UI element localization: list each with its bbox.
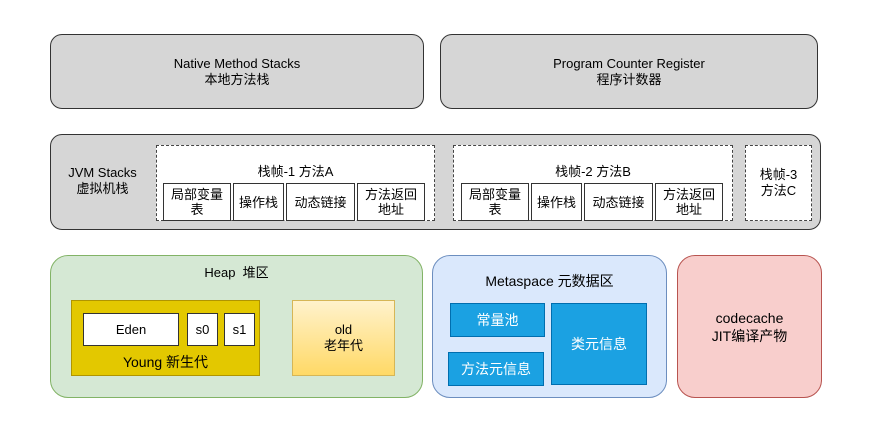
old-generation-label-en: old (334, 322, 353, 337)
frame-2-operand-stack: 操作栈 (531, 183, 582, 221)
stack-frame-2-title: 栈帧-2 方法B (555, 164, 631, 179)
constant-pool-box: 常量池 (450, 303, 545, 337)
young-generation-label: Young 新生代 (122, 354, 209, 370)
frame-2-dynamic-linking: 动态链接 (584, 183, 653, 221)
native-method-stacks-title-en: Native Method Stacks (173, 55, 301, 71)
method-metadata-box: 方法元信息 (448, 352, 544, 386)
codecache-box: codecache JIT编译产物 (677, 255, 822, 398)
codecache-title-en: codecache (715, 309, 784, 326)
jvm-stacks-title-zh: 虚拟机栈 (76, 181, 129, 196)
s0-box: s0 (187, 313, 218, 346)
frame-2-return-address: 方法返回地址 (655, 183, 723, 221)
program-counter-title-en: Program Counter Register (553, 55, 705, 71)
heap-title: Heap 堆区 (204, 265, 269, 280)
codecache-title-zh: JIT编译产物 (711, 327, 788, 344)
metaspace-title: Metaspace 元数据区 (485, 273, 614, 289)
class-metadata-box: 类元信息 (551, 303, 647, 385)
s1-box: s1 (224, 313, 255, 346)
old-generation-box: old 老年代 (292, 300, 395, 376)
frame-1-local-variables: 局部变量表 (163, 183, 231, 221)
frame-1-operand-stack: 操作栈 (233, 183, 284, 221)
eden-box: Eden (83, 313, 179, 346)
frame-1-return-address: 方法返回地址 (357, 183, 425, 221)
old-generation-label-zh: 老年代 (323, 338, 363, 353)
frame-1-dynamic-linking: 动态链接 (286, 183, 355, 221)
frame-2-local-variables: 局部变量表 (461, 183, 529, 221)
stack-frame-3: 栈帧-3 方法C (745, 145, 812, 221)
native-method-stacks-box: Native Method Stacks 本地方法栈 (50, 34, 424, 109)
jvm-stacks-label: JVM Stacks 虚拟机栈 (55, 164, 150, 198)
stack-frame-3-title-line2: 方法C (760, 183, 797, 198)
jvm-stacks-title-en: JVM Stacks (68, 165, 137, 180)
program-counter-box: Program Counter Register 程序计数器 (440, 34, 818, 109)
stack-frame-1-title: 栈帧-1 方法A (257, 164, 334, 179)
stack-frame-3-title-line1: 栈帧-3 (759, 167, 798, 182)
native-method-stacks-title-zh: 本地方法栈 (204, 71, 270, 87)
program-counter-title-zh: 程序计数器 (596, 71, 662, 87)
